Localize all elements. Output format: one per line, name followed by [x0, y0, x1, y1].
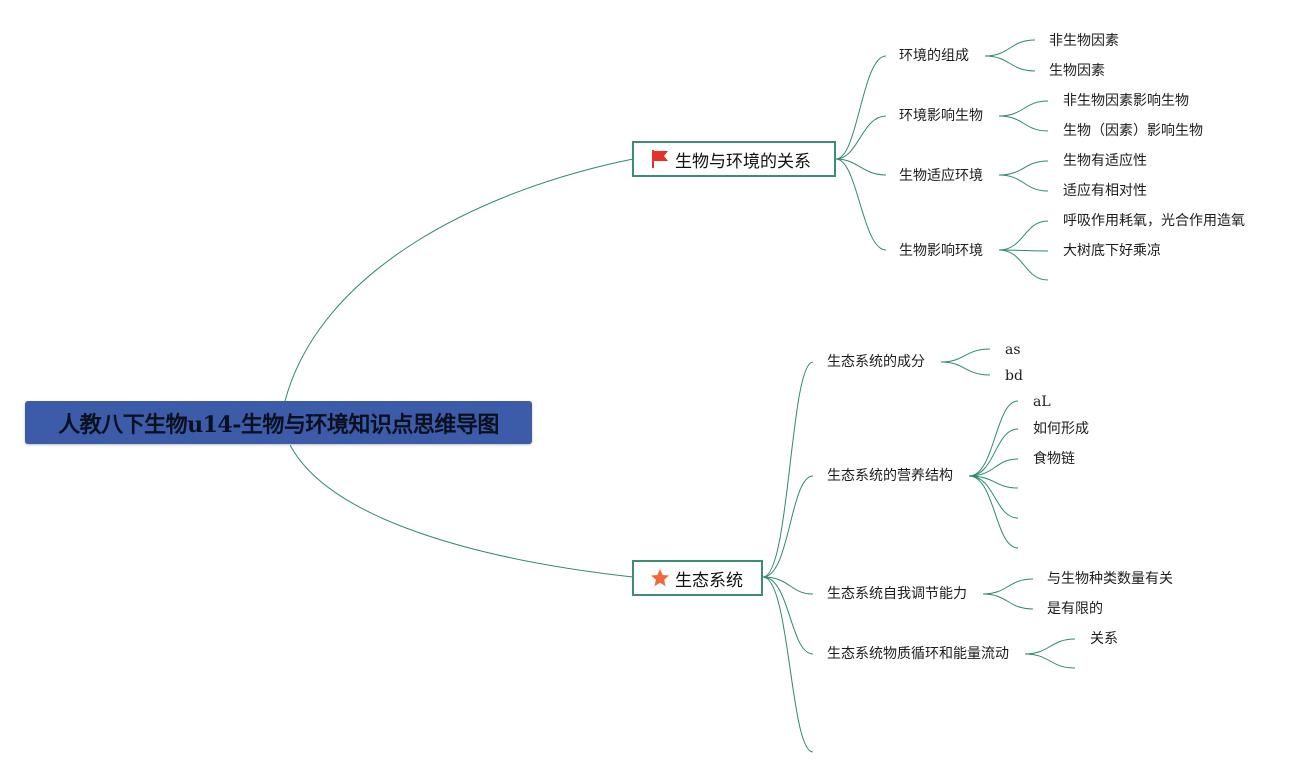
- topic-cycle[interactable]: 生态系统物质循环和能量流动: [827, 646, 1009, 662]
- leaf-item[interactable]: 与生物种类数量有关: [1047, 571, 1173, 587]
- leaf-item[interactable]: 如何形成: [1033, 421, 1089, 437]
- leaf-item[interactable]: 关系: [1090, 631, 1118, 647]
- branch-relation-label: 生物与环境的关系: [675, 151, 811, 172]
- topic-env-affects[interactable]: 环境影响生物: [899, 108, 983, 124]
- topic-composition[interactable]: 环境的组成: [899, 48, 969, 64]
- branch-ecosystem-label: 生态系统: [675, 570, 743, 591]
- leaf-item[interactable]: bd: [1005, 368, 1023, 384]
- leaf-item[interactable]: 生物有适应性: [1063, 153, 1147, 169]
- leaf-item[interactable]: as: [1005, 342, 1021, 358]
- leaf-item[interactable]: 生物（因素）影响生物: [1063, 123, 1203, 139]
- red-flag-icon: [652, 150, 668, 168]
- leaf-item[interactable]: 适应有相对性: [1063, 183, 1147, 199]
- leaf-item[interactable]: 非生物因素影响生物: [1063, 93, 1189, 109]
- root-title: 人教八下生物u14-生物与环境知识点思维导图: [58, 411, 499, 438]
- leaf-item[interactable]: 非生物因素: [1049, 33, 1119, 49]
- leaf-item[interactable]: 大树底下好乘凉: [1063, 243, 1161, 259]
- root-topic[interactable]: 人教八下生物u14-生物与环境知识点思维导图: [25, 401, 532, 444]
- orange-star-icon: [651, 569, 669, 587]
- leaf-item[interactable]: aL: [1033, 394, 1051, 410]
- leaf-item[interactable]: 食物链: [1033, 451, 1075, 467]
- topic-adapt[interactable]: 生物适应环境: [899, 168, 983, 184]
- leaf-item[interactable]: 生物因素: [1049, 63, 1105, 79]
- topic-nutrition[interactable]: 生态系统的营养结构: [827, 468, 953, 484]
- topic-org-affects[interactable]: 生物影响环境: [899, 243, 983, 259]
- topic-regulation[interactable]: 生态系统自我调节能力: [827, 586, 967, 602]
- leaf-item[interactable]: 是有限的: [1047, 601, 1103, 617]
- topic-components[interactable]: 生态系统的成分: [827, 354, 925, 370]
- branch-relation[interactable]: 生物与环境的关系: [632, 141, 836, 177]
- branch-ecosystem[interactable]: 生态系统: [632, 560, 763, 596]
- leaf-item[interactable]: 呼吸作用耗氧，光合作用造氧: [1063, 213, 1245, 229]
